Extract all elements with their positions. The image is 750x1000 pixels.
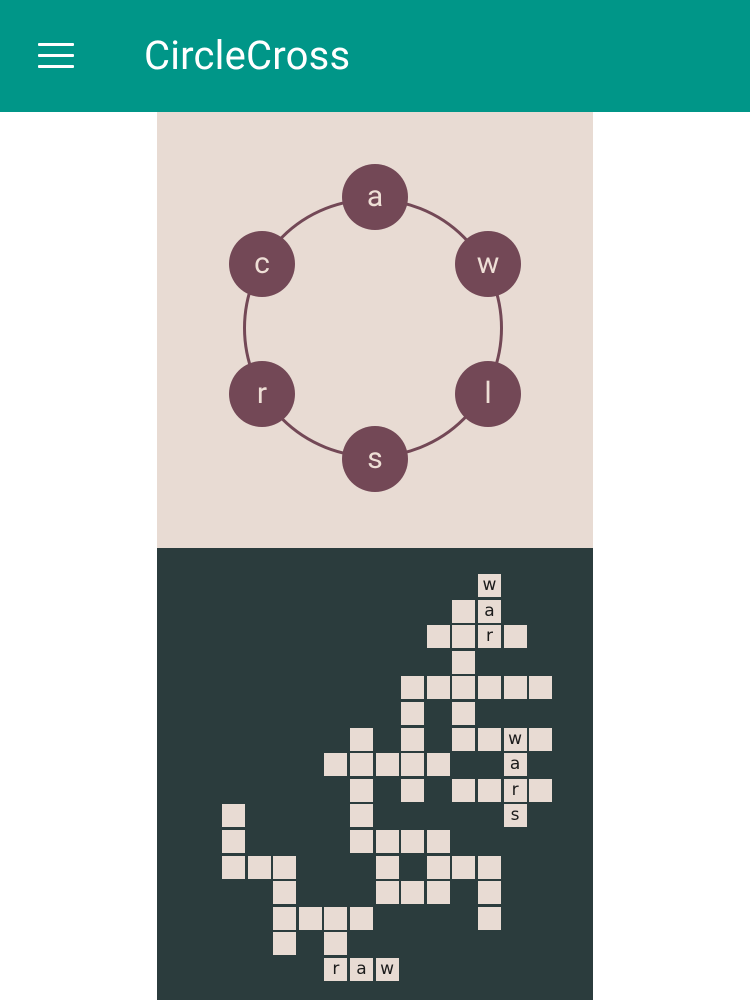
crossword-cell-empty [324,753,348,777]
crossword-cell-empty [350,727,373,751]
crossword-cell-empty [298,906,322,930]
crossword-cell-filled: a [478,599,501,623]
wheel-letter-l[interactable]: l [455,361,521,427]
crossword-cell-empty [529,676,553,700]
crossword-cell-empty [478,676,501,700]
crossword-cell-filled: s [503,804,527,828]
crossword-cell-empty [452,676,476,700]
crossword-cell-empty [375,855,399,879]
app-bar: CircleCross [0,0,750,112]
wheel-letter-a[interactable]: a [342,164,408,230]
crossword-cell-empty [426,830,450,853]
crossword-cell-empty [426,753,450,777]
crossword-cell-empty [478,855,501,879]
crossword-cell-empty [478,906,501,930]
crossword-cell-empty [375,881,399,905]
crossword-cell-empty [401,830,425,853]
crossword-cell-empty [529,727,553,751]
crossword-cell-empty [350,778,373,802]
wheel-letter-c[interactable]: c [229,231,295,297]
crossword-cell-empty [375,830,399,853]
crossword-cell-empty [375,753,399,777]
crossword-cell-empty [401,676,425,700]
crossword-cell-filled: r [503,778,527,802]
crossword-cell-empty [452,778,476,802]
menu-icon-line [38,54,74,57]
crossword-cell-filled: w [478,574,501,597]
crossword-cell-empty [247,855,271,879]
crossword-cell-empty [273,881,297,905]
wheel-letter-w[interactable]: w [455,231,521,297]
crossword-cell-empty [503,625,527,649]
crossword-cell-empty [529,778,553,802]
crossword-cell-empty [350,753,373,777]
crossword-cell-filled: a [350,958,373,981]
crossword-cell-empty [273,855,297,879]
crossword-cell-empty [324,906,348,930]
crossword-cell-empty [401,881,425,905]
letter-wheel-panel: a w l s r c [157,112,593,548]
menu-icon-line [38,65,74,68]
menu-icon[interactable] [38,43,74,69]
crossword-cell-empty [452,599,476,623]
app-title: CircleCross [144,32,351,79]
crossword-cell-empty [426,881,450,905]
crossword-cell-filled: w [503,727,527,751]
wheel-letter-r[interactable]: r [229,361,295,427]
menu-icon-line [38,43,74,46]
crossword-cell-empty [426,625,450,649]
crossword-cell-empty [426,676,450,700]
crossword-cell-filled: r [324,958,348,981]
crossword-cell-empty [350,906,373,930]
crossword-cell-empty [222,830,245,853]
crossword-cell-empty [478,881,501,905]
crossword-cell-empty [273,932,297,956]
crossword-cell-empty [324,932,348,956]
crossword-cell-empty [350,804,373,828]
wheel-letter-s[interactable]: s [342,426,408,492]
crossword-cell-empty [452,650,476,674]
crossword-cell-empty [478,727,501,751]
crossword-cell-empty [452,855,476,879]
crossword-cell-empty [452,727,476,751]
crossword-cell-empty [222,855,245,879]
crossword-cell-empty [350,830,373,853]
crossword-cell-filled: w [375,958,399,981]
crossword-cell-empty [401,753,425,777]
crossword-cell-empty [273,906,297,930]
crossword-cell-empty [222,804,245,828]
crossword-cell-empty [452,625,476,649]
crossword-cell-empty [478,778,501,802]
crossword-cell-empty [503,676,527,700]
crossword-cell-empty [452,702,476,725]
crossword-cell-empty [401,702,425,725]
crossword-cell-filled: a [503,753,527,777]
crossword-cell-empty [401,778,425,802]
crossword-cell-empty [401,727,425,751]
crossword-cell-empty [426,855,450,879]
crossword-cell-filled: r [478,625,501,649]
